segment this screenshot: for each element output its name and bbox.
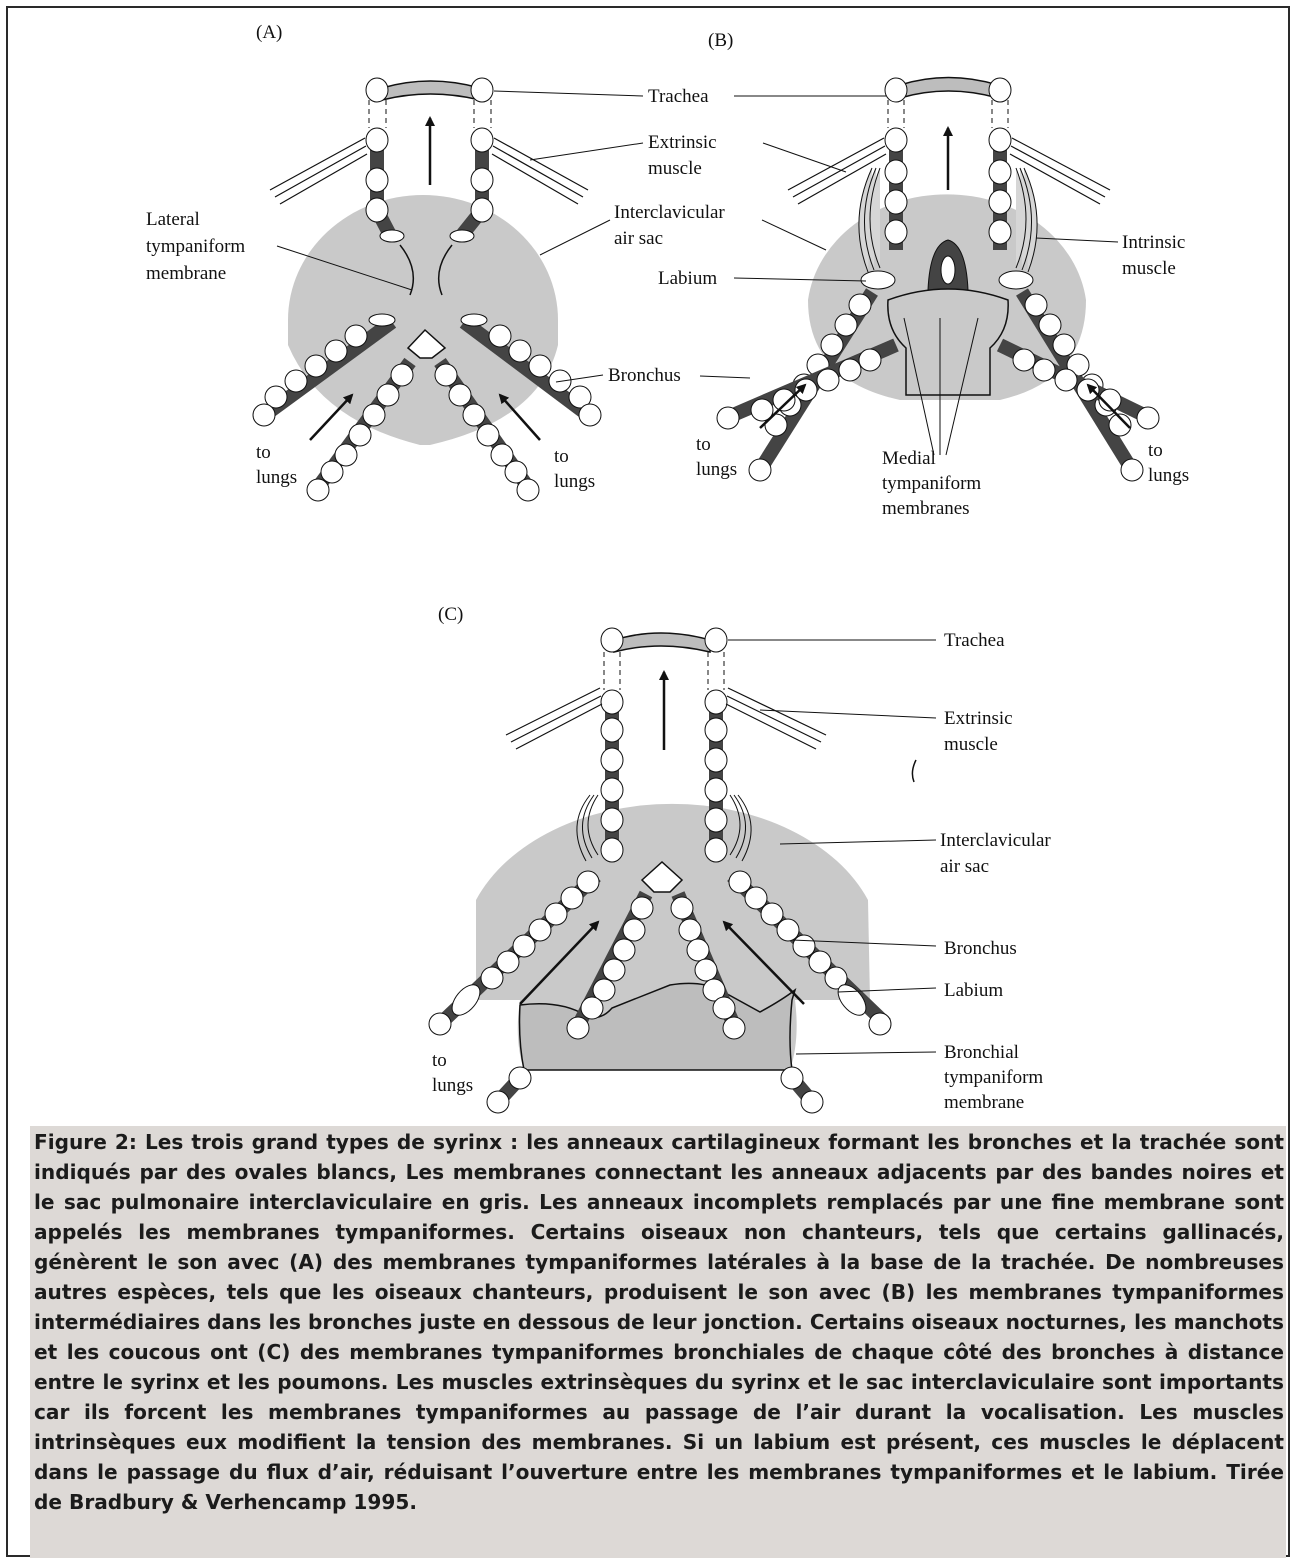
panel-a-to-lungs-left: to lungs [256,442,297,488]
svg-text:tympaniform: tympaniform [882,473,981,494]
panel-a-label: (A) [256,22,282,43]
panel-c-extrinsic-muscle [506,688,826,749]
panel-c: (C) [429,604,1051,1113]
panel-a-trachea-top [382,81,480,100]
panel-b-label: (B) [708,30,733,51]
panel-b-medial-membranes [888,289,1008,395]
svg-text:lungs: lungs [432,1075,473,1096]
panel-c-stray-mark [912,760,916,782]
svg-text:lungs: lungs [1148,465,1189,486]
panel-c-to-lungs: to lungs [432,1050,473,1096]
panel-c-trachea-label: Trachea [944,630,1005,651]
svg-text:tympaniform: tympaniform [944,1067,1043,1088]
panel-b-trachea-top [900,78,998,99]
svg-text:Interclavicular: Interclavicular [614,202,725,223]
svg-text:tympaniform: tympaniform [146,236,245,257]
svg-text:muscle: muscle [648,158,702,179]
svg-text:air sac: air sac [940,856,989,877]
svg-text:membrane: membrane [146,263,226,284]
panel-a-lateral-membrane-label: Lateral tympaniform membrane [146,209,245,284]
svg-text:Medial: Medial [882,448,936,469]
panel-a-air-sac-label: Interclavicular air sac [614,202,725,249]
panel-b: (B) [658,30,1189,519]
svg-text:membranes: membranes [882,498,970,519]
figure-caption: Figure 2: Les trois grand types de syrin… [30,1126,1286,1558]
panel-a-to-lungs-right: to lungs [554,446,595,492]
svg-text:Interclavicular: Interclavicular [940,830,1051,851]
svg-text:Extrinsic: Extrinsic [648,132,717,153]
syrinx-figure: (A) [8,8,1292,1120]
svg-text:to: to [256,442,271,463]
svg-text:to: to [432,1050,447,1071]
panel-b-to-lungs-right: to lungs [1148,440,1189,486]
panel-c-labium-label: Labium [944,980,1003,1001]
figure-frame: (A) [6,6,1290,1557]
panel-b-labium-center [941,256,955,284]
svg-text:Intrinsic: Intrinsic [1122,232,1185,253]
panel-c-bronchial-membrane-label: Bronchial tympaniform membrane [944,1042,1043,1113]
svg-text:Bronchial: Bronchial [944,1042,1019,1063]
svg-text:muscle: muscle [1122,258,1176,279]
svg-text:membrane: membrane [944,1092,1024,1113]
svg-text:muscle: muscle [944,734,998,755]
panel-a-trachea-label: Trachea [648,86,709,107]
svg-text:lungs: lungs [256,467,297,488]
svg-text:to: to [1148,440,1163,461]
panel-b-intrinsic-label: Intrinsic muscle [1122,232,1185,279]
panel-c-bronchus-label: Bronchus [944,938,1017,959]
panel-a-air-sac [288,195,558,445]
svg-text:to: to [554,446,569,467]
svg-text:lungs: lungs [554,471,595,492]
panel-b-to-lungs-left: to lungs [696,434,737,480]
panel-a-bronchus-label: Bronchus [608,365,681,386]
panel-c-extrinsic-label: Extrinsic muscle [944,708,1013,755]
svg-text:to: to [696,434,711,455]
svg-text:Lateral: Lateral [146,209,200,230]
panel-b-labium-label: Labium [658,268,717,289]
svg-text:lungs: lungs [696,459,737,480]
svg-text:air sac: air sac [614,228,663,249]
panel-c-trachea-top [614,633,710,652]
panel-c-label: (C) [438,604,463,625]
panel-a: (A) [146,22,725,501]
panel-b-medial-label: Medial tympaniform membranes [882,448,981,519]
svg-text:Extrinsic: Extrinsic [944,708,1013,729]
panel-c-air-sac-label: Interclavicular air sac [940,830,1051,877]
panel-a-extrinsic-label: Extrinsic muscle [648,132,717,179]
